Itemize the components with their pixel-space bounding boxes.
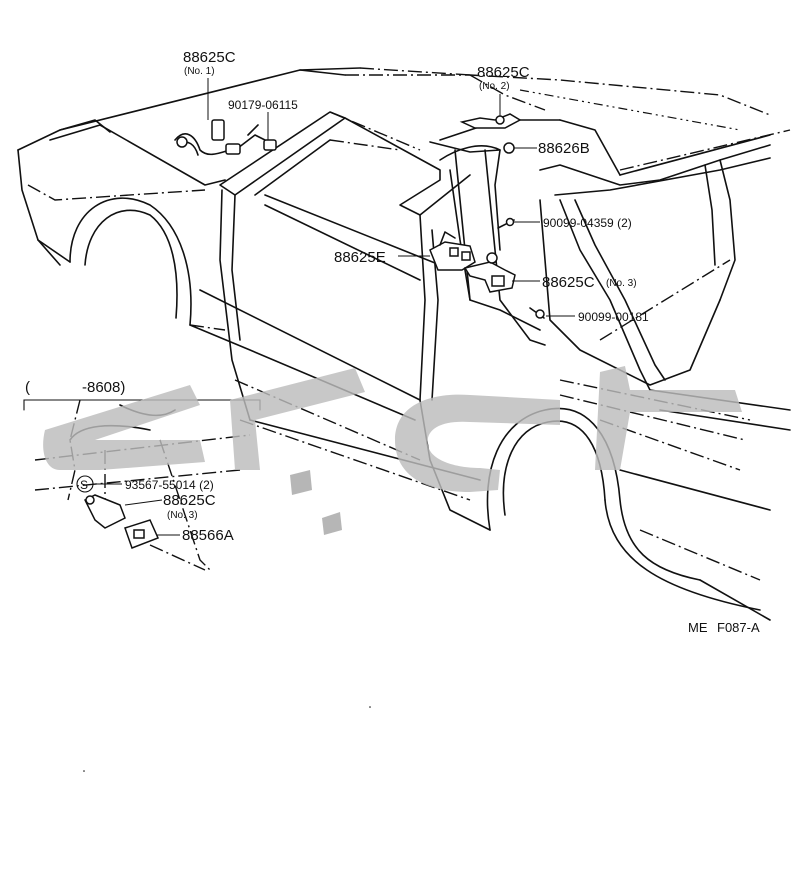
label-88626b: 88626B — [538, 140, 590, 157]
label-88625c-no1: 88625C — [183, 49, 236, 66]
screw-90099-00181-shape — [529, 307, 545, 319]
label-88625c-inset-note: (No. 3) — [167, 510, 198, 521]
connector-88625e-shape — [429, 231, 476, 271]
speck — [83, 770, 85, 772]
speck — [369, 706, 371, 708]
label-90099-00181: 90099-00181 — [578, 310, 649, 324]
label-88625c-no2: 88625C — [477, 64, 530, 81]
label-90099-04359: 90099-04359 (2) — [543, 216, 632, 230]
harness-no2-shape — [459, 113, 522, 129]
inset-range-open: ( — [25, 379, 30, 396]
leader-lines — [207, 78, 575, 317]
inset-detail: ( -8608) S 93567-55014 (2) 88625C (No. 3… — [23, 379, 261, 571]
label-88625c-no1-note: (No. 1) — [184, 66, 215, 77]
figure-ref-prefix: ME — [688, 620, 708, 635]
label-88625c-no3: 88625C — [542, 274, 595, 291]
label-90179-06115: 90179-06115 — [228, 98, 298, 112]
grommet-88626b-shape — [503, 142, 515, 154]
clip-90179-shape — [263, 139, 277, 151]
s-symbol: S — [80, 478, 88, 492]
watermark-logo — [43, 366, 742, 535]
figure-reference: ME F087-A — [688, 620, 760, 635]
label-88625c-no2-note: (No. 2) — [479, 81, 510, 92]
label-88566a: 88566A — [182, 527, 234, 544]
figure-ref-code: F087-A — [717, 620, 760, 635]
label-93567-55014: 93567-55014 (2) — [125, 478, 214, 492]
inset-connector-shape — [83, 494, 126, 529]
inset-range-label: -8608) — [82, 379, 125, 396]
harness-no1-shape — [174, 119, 266, 156]
label-88625c-inset: 88625C — [163, 492, 216, 509]
bolt-90099-04359-shape — [497, 217, 515, 229]
label-88625e: 88625E — [334, 249, 386, 266]
connector-no3-shape — [463, 252, 516, 293]
label-88625c-no3-note: (No. 3) — [606, 278, 637, 289]
